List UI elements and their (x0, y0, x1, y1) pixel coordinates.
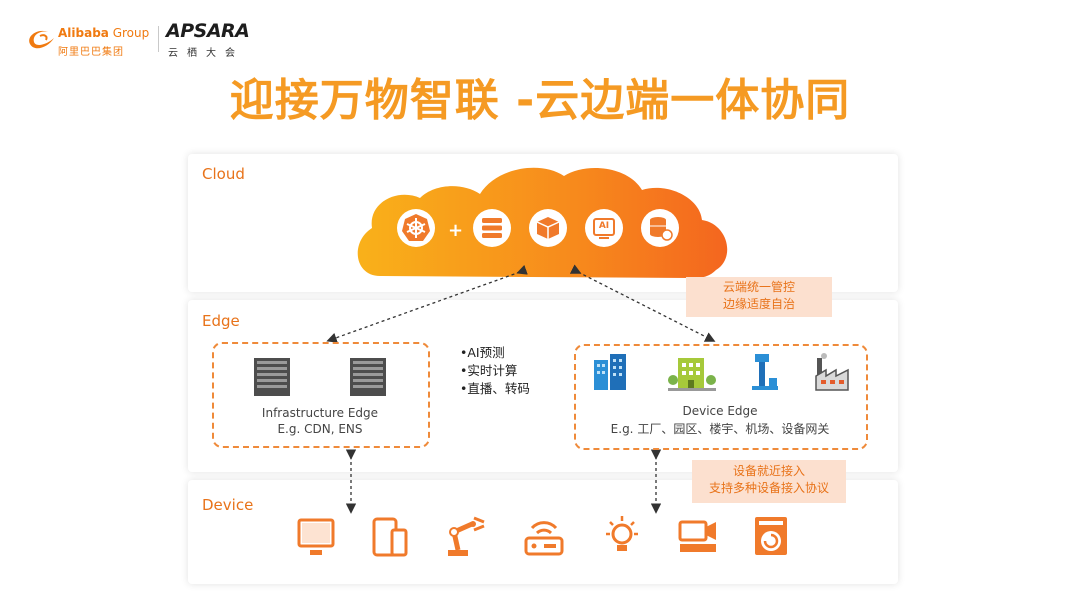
edge-section-label: Edge (202, 312, 240, 330)
edge-panel: Edge (188, 300, 898, 472)
airport-tower-icon (748, 352, 782, 392)
monitor-icon (296, 516, 336, 558)
apsara-logo: APSARA 云栖大会 (166, 20, 250, 59)
ai-chip-label: AI (598, 221, 610, 231)
page-title: 迎接万物智联 -云边端一体协同 (229, 75, 851, 126)
alibaba-group-logo: Alibaba Group 阿里巴巴集团 (24, 22, 154, 58)
apsara-sub: 云栖大会 (168, 48, 244, 59)
alibaba-cn-text: 阿里巴巴集团 (58, 47, 124, 58)
server-rack-icon (346, 356, 390, 398)
washing-machine-icon (752, 514, 790, 558)
device-edge-title: Device Edge (682, 404, 758, 418)
infrastructure-edge-title: Infrastructure Edge (261, 406, 379, 420)
alibaba-brand-text: Alibaba Group (58, 26, 150, 40)
note-multi-protocol: 支持多种设备接入协议 (708, 481, 829, 495)
bullet-streaming-transcode: •直播、转码 (460, 381, 530, 396)
ai-chip-icon: AI (584, 208, 624, 248)
factory-icon (812, 352, 852, 392)
edge-device-note: 设备就近接入 支持多种设备接入协议 (692, 460, 846, 503)
video-camera-icon (676, 516, 720, 558)
plus-sign: + (448, 220, 464, 241)
note-nearby-access: 设备就近接入 (732, 464, 805, 478)
note-unified-control: 云端统一管控 (722, 280, 795, 294)
cloud-section-label: Cloud (202, 165, 245, 183)
database-cloud-icon (640, 208, 680, 248)
logo-divider (158, 26, 159, 52)
device-section-label: Device (202, 496, 254, 514)
bullet-realtime-compute: •实时计算 (460, 363, 518, 378)
cloud-edge-note: 云端统一管控 边缘适度自治 (686, 277, 832, 317)
infrastructure-edge-box (212, 342, 430, 448)
server-stack-icon (472, 208, 512, 248)
infrastructure-edge-examples: E.g. CDN, ENS (277, 422, 363, 436)
light-bulb-icon (600, 514, 644, 558)
alibaba-swoosh-icon (29, 30, 54, 49)
server-rack-icon (250, 356, 294, 398)
note-edge-autonomy: 边缘适度自治 (722, 297, 795, 311)
device-edge-box (574, 344, 868, 450)
edge-capabilities-list: •AI预测 •实时计算 •直播、转码 (460, 344, 530, 398)
router-icon (522, 514, 566, 558)
bullet-ai-prediction: •AI预测 (460, 345, 505, 360)
robot-arm-icon (444, 514, 488, 558)
tablet-phone-icon (370, 516, 410, 558)
kubernetes-icon (396, 208, 436, 248)
container-cube-icon (528, 208, 568, 248)
apsara-name: APSARA (166, 20, 250, 42)
factory-park-icon (668, 354, 716, 392)
buildings-icon (592, 352, 630, 392)
device-edge-examples: E.g. 工厂、园区、楼宇、机场、设备网关 (610, 422, 830, 436)
